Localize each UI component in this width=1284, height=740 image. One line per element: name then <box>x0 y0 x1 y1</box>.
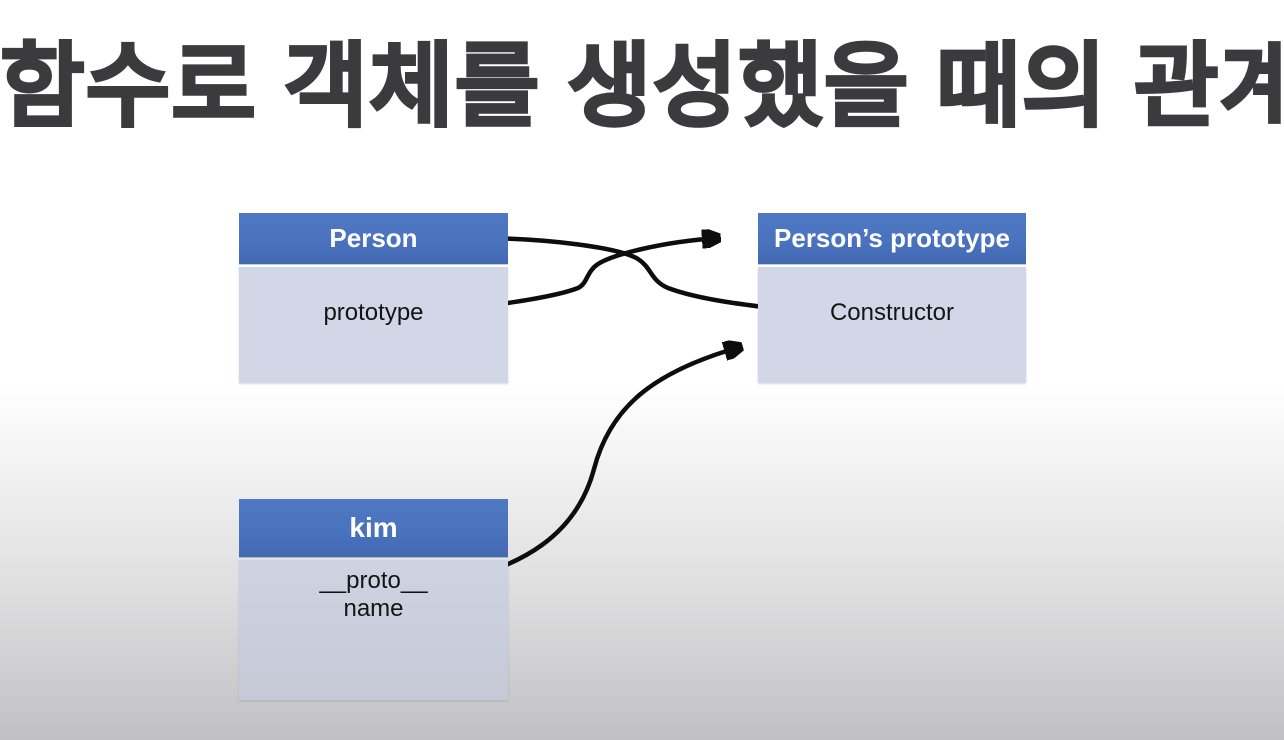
persons-prototype-box-title: Person’s prototype <box>774 223 1010 253</box>
persons-prototype-box-body: Constructor <box>758 267 1026 383</box>
person-box-header: Person <box>239 213 508 264</box>
persons-prototype-box-header: Person’s prototype <box>758 213 1026 264</box>
page-title: 함수로 객체를 생성했을 때의 관계도 <box>0 35 1284 140</box>
person-field-prototype: prototype <box>323 299 424 326</box>
kim-box-title: kim <box>349 512 398 543</box>
persons-prototype-field-constructor: Constructor <box>829 299 955 326</box>
kim-box-body: __proto__ name <box>239 560 508 700</box>
kim-field-name: name <box>343 595 404 622</box>
person-box-title: Person <box>329 223 418 253</box>
kim-box-header: kim <box>239 499 508 557</box>
person-box: Person prototype <box>239 213 508 383</box>
persons-prototype-box: Person’s prototype Constructor <box>758 213 1026 383</box>
kim-field-proto: __proto__ <box>319 567 428 594</box>
person-box-body: prototype <box>239 267 508 383</box>
kim-box: kim __proto__ name <box>239 499 508 700</box>
